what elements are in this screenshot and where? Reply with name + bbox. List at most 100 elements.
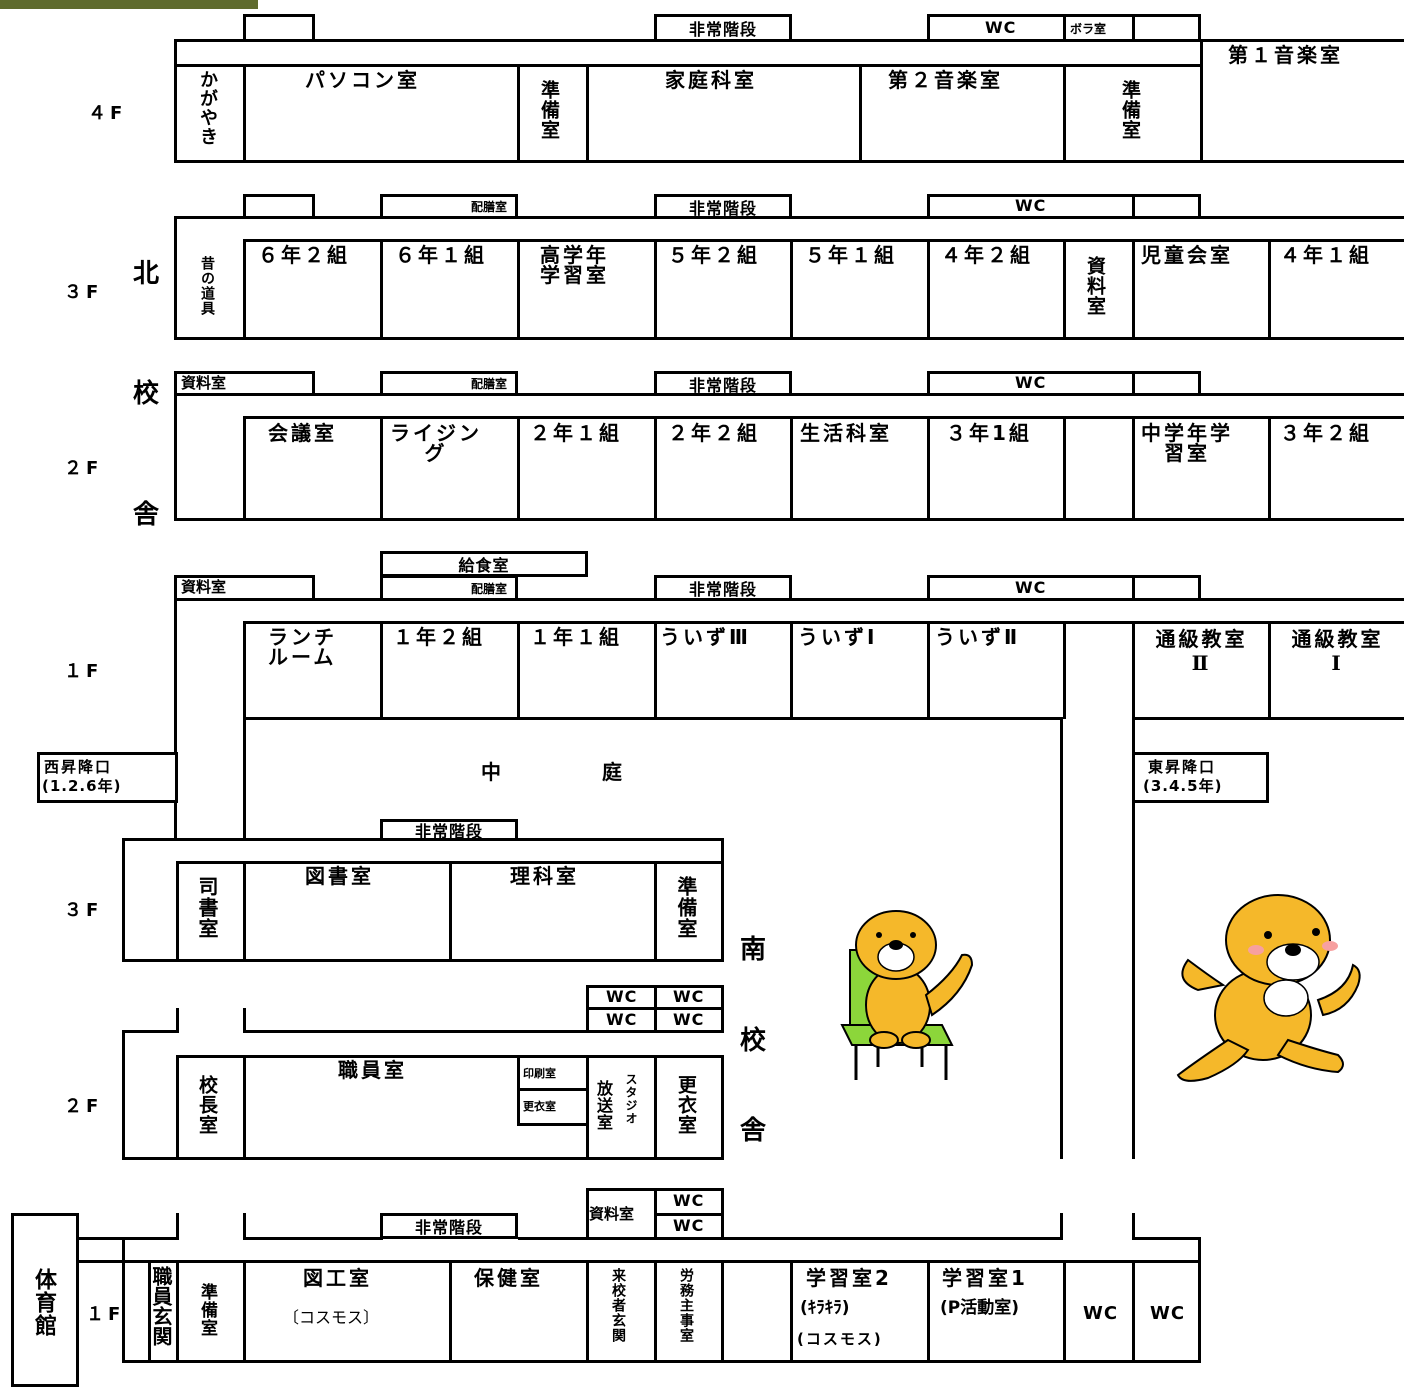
east-entrance-label-1: 東昇降口 xyxy=(1148,758,1217,776)
materials-room-1f-label: 資料室 xyxy=(181,578,227,596)
changing-room-2f: 更衣室 xyxy=(675,1075,697,1135)
emergency-stairs-3f-south: 非常階段 xyxy=(380,819,518,841)
wc-2f-2: WC xyxy=(673,987,705,1006)
wc-4f: WC xyxy=(985,18,1017,37)
materials-room-3f: 資料室 xyxy=(1084,256,1106,316)
north-building-char-3: 舎 xyxy=(133,500,160,530)
class-3-2: ３年２組 xyxy=(1280,421,1372,445)
wc-1f: WC xyxy=(1015,578,1047,597)
librarian-room: 司書室 xyxy=(195,876,219,939)
study-room-1-sub: (P活動室) xyxy=(940,1298,1019,1318)
wc-2f-1: WC xyxy=(606,987,638,1006)
prep-room-a-4f: 準備室 xyxy=(538,80,560,140)
class-1-1: １年１組 xyxy=(530,625,622,649)
kagayaki-room-4f: かがやき xyxy=(197,70,218,146)
wc-2f: WC xyxy=(1015,373,1047,392)
class-4-2: ４年２組 xyxy=(941,243,1033,267)
class-4-1: ４年１組 xyxy=(1280,243,1372,267)
west-entrance-label-1: 西昇降口 xyxy=(44,758,113,776)
wc-2f-4: WC xyxy=(673,1010,705,1029)
south-building-char-1: 南 xyxy=(740,935,767,965)
staff-entrance: 職員玄関 xyxy=(149,1266,173,1346)
class-3-1: ３年1組 xyxy=(946,421,1032,445)
emergency-stairs-3f: 非常階段 xyxy=(654,194,792,219)
middle-grade-study-room: 中学年学習室 xyxy=(1141,421,1233,465)
floor-label-1f-north: １F xyxy=(64,661,103,682)
home-ec-room-4f: 家庭科室 xyxy=(665,68,757,92)
wc-1f-south-b: WC xyxy=(1150,1303,1186,1324)
emergency-stairs-1f-south: 非常階段 xyxy=(380,1213,518,1239)
floor-label-2f-north: ２F xyxy=(64,458,103,479)
kitchen: 給食室 xyxy=(380,551,588,577)
east-entrance-label-2: (3.4.5年) xyxy=(1143,777,1223,795)
class-5-2: ５年２組 xyxy=(668,243,760,267)
floor-label-4f: ４F xyxy=(88,103,127,124)
floor-label-3f-north: ３F xyxy=(64,282,103,303)
science-room: 理科室 xyxy=(510,864,579,888)
upper-grade-study-room: 高学年学習室 xyxy=(540,243,609,287)
changing-room-small: 更衣室 xyxy=(523,1100,556,1113)
staff-room: 職員室 xyxy=(338,1058,407,1082)
east-entrance xyxy=(1132,752,1269,803)
courtyard-label-b: 庭 xyxy=(602,760,625,784)
wiz-3-room: ういずⅢ xyxy=(660,625,751,649)
printing-room: 印刷室 xyxy=(523,1067,556,1080)
south-building-char-3: 舎 xyxy=(740,1116,767,1146)
west-entrance xyxy=(37,752,178,803)
prep-room-1f-south: 準備室 xyxy=(197,1283,217,1337)
visitor-entrance: 来校者玄関 xyxy=(610,1268,626,1343)
resource-room-1: 通級教室 Ⅰ xyxy=(1291,627,1384,675)
corridor-4f xyxy=(174,39,1204,163)
study-room-1: 学習室1 xyxy=(942,1266,1028,1290)
south-3f-block xyxy=(122,838,724,962)
otter-mascot-sitting-icon xyxy=(840,910,974,1080)
wc-3f: WC xyxy=(1015,196,1047,215)
meeting-room: 会議室 xyxy=(268,421,337,445)
resource-room-2: 通級教室 Ⅱ xyxy=(1155,627,1248,675)
library: 図書室 xyxy=(305,864,374,888)
rising-room: ライジング xyxy=(390,421,482,465)
class-1-2: １年２組 xyxy=(393,625,485,649)
art-room: 図工室 xyxy=(303,1266,372,1290)
north-building-char-2: 校 xyxy=(133,379,160,409)
class-6-2: ６年２組 xyxy=(258,243,350,267)
wc-1f-south-bottom: WC xyxy=(673,1216,705,1235)
study-room-2: 学習室2 xyxy=(806,1266,892,1290)
lunch-room: ランチルーム xyxy=(268,625,337,669)
art-room-sub: 〔コスモス〕 xyxy=(283,1308,380,1327)
broadcast-room: 放送室 xyxy=(594,1080,613,1131)
wc-1f-south-top: WC xyxy=(673,1191,705,1210)
wiz-2-room: ういずⅡ xyxy=(935,625,1021,649)
class-2-1: ２年１組 xyxy=(530,421,622,445)
music-room-2-4f: 第２音楽室 xyxy=(888,68,1003,92)
custodian-room: 労務主事室 xyxy=(678,1268,694,1343)
prep-room-b-4f: 準備室 xyxy=(1119,80,1141,140)
corridor-2f xyxy=(174,393,1404,521)
prep-room-3f-south: 準備室 xyxy=(674,876,698,939)
wc-1f-south-a: WC xyxy=(1083,1303,1119,1324)
corridor-3f xyxy=(174,216,1404,340)
student-council-room: 児童会室 xyxy=(1141,243,1233,267)
gym xyxy=(11,1213,79,1387)
emergency-stairs-4f: 非常階段 xyxy=(654,14,792,42)
wiz-1-room: ういずⅠ xyxy=(798,625,878,649)
studio: スタジオ xyxy=(624,1073,638,1125)
small-room-4f xyxy=(243,14,315,42)
floor-label-1f-south: １F xyxy=(86,1304,125,1325)
courtyard-label-a: 中 xyxy=(481,760,504,784)
west-entrance-label-2: (1.2.6年) xyxy=(42,777,122,795)
otter-mascot-running-icon xyxy=(1176,894,1361,1082)
wc-2f-3: WC xyxy=(606,1010,638,1029)
life-science-room: 生活科室 xyxy=(800,421,892,445)
class-2-2: ２年２組 xyxy=(668,421,760,445)
north-building-char-1: 北 xyxy=(133,259,160,289)
materials-room-2f-label: 資料室 xyxy=(181,374,227,392)
pc-room-4f: パソコン室 xyxy=(305,68,420,92)
study-room-2-sub1: (ｷﾗｷﾗ) xyxy=(800,1298,850,1318)
south-building-char-2: 校 xyxy=(740,1026,767,1056)
emergency-stairs-1f: 非常階段 xyxy=(654,575,792,601)
floor-label-2f-south: ２F xyxy=(64,1096,103,1117)
principal-room: 校長室 xyxy=(196,1075,218,1135)
header-bar xyxy=(0,0,258,9)
